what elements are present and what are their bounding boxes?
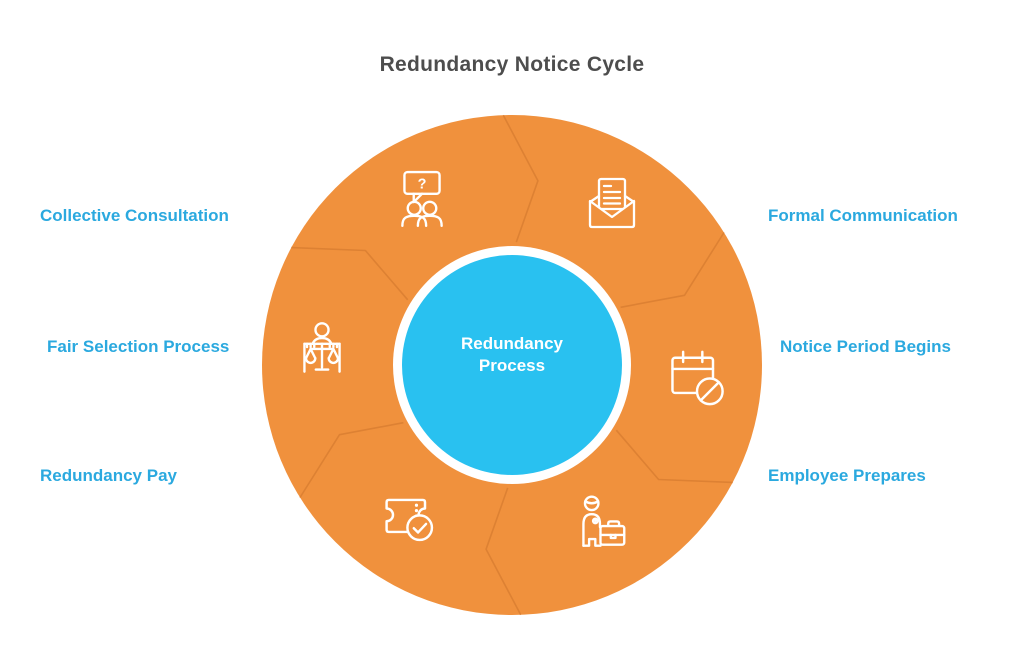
person-briefcase-icon: [570, 492, 632, 554]
segment-divider-chevrons: [291, 114, 733, 616]
step-label-formal-communication: Formal Communication: [768, 206, 958, 225]
step-label-fair-selection-process: Fair Selection Process: [47, 337, 230, 356]
center-circle: [402, 255, 622, 475]
divider-lower-left: [299, 421, 404, 498]
step-label-employee-prepares: Employee Prepares: [768, 466, 926, 485]
step-label-collective-consultation: Collective Consultation: [40, 206, 229, 225]
svg-text:?: ?: [418, 177, 427, 193]
divider-top: [502, 114, 539, 243]
divider-upper-left: [291, 246, 409, 301]
divider-bottom: [485, 487, 522, 616]
divider-upper-right: [620, 232, 725, 309]
page-title: Redundancy Notice Cycle: [379, 53, 645, 76]
step-label-redundancy-pay: Redundancy Pay: [40, 466, 177, 485]
person-scales-icon: [291, 320, 353, 382]
step-label-notice-period-begins: Notice Period Begins: [780, 337, 951, 356]
calendar-blocked-icon: [665, 346, 729, 410]
divider-lower-right: [615, 429, 733, 484]
open-envelope-letter-icon: [582, 174, 642, 234]
people-question-icon: ?: [391, 169, 453, 231]
center-label: Redundancy Process: [460, 334, 564, 375]
ticket-check-icon: [377, 485, 441, 549]
